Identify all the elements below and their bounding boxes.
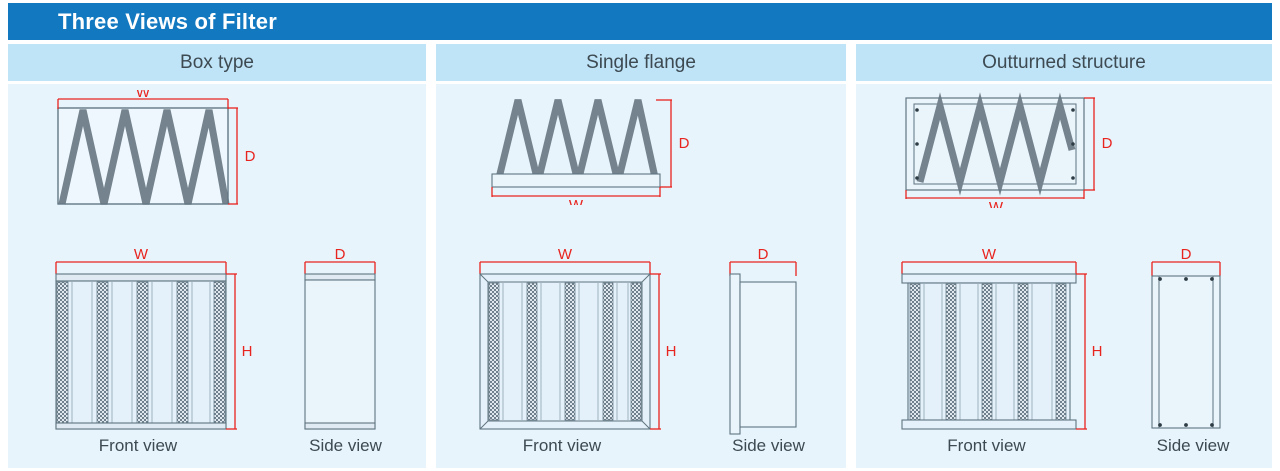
dimension-label-w: W xyxy=(982,249,997,263)
frame-top-bar xyxy=(55,273,227,282)
miter-corner-lines xyxy=(479,273,651,430)
box-type-top-view: W D xyxy=(57,90,256,205)
dimension-label-h: H xyxy=(666,343,677,360)
outturned-front-view: W xyxy=(901,249,1103,430)
outturned-top-view: W D xyxy=(905,92,1113,208)
outturned-side-view: D xyxy=(1151,249,1221,429)
dimension-h-line xyxy=(1076,273,1087,430)
side-body-panel xyxy=(739,281,797,428)
side-flange-strip xyxy=(729,273,741,435)
side-body-panel xyxy=(304,279,376,430)
page-title: Three Views of Filter xyxy=(58,8,277,34)
dimension-w-line xyxy=(479,261,651,274)
dimension-label-w: W xyxy=(558,249,573,263)
column-header-row: Box type Single flange Outturned structu… xyxy=(8,44,1272,81)
dimension-label-w: W xyxy=(989,199,1004,208)
flange-rivets xyxy=(1158,277,1214,427)
dimension-w-line xyxy=(55,261,227,274)
dimension-label-h: H xyxy=(1092,343,1103,360)
pleat-zigzag xyxy=(916,92,1076,196)
box-type-front-view-caption: Front view xyxy=(98,436,178,455)
frame-bottom-bar xyxy=(304,422,376,430)
flange-rivets xyxy=(915,108,1075,180)
column-body-single-flange: W D Top view W xyxy=(436,84,846,468)
frame-top-bar xyxy=(304,273,376,281)
dimension-label-d: D xyxy=(679,135,690,152)
column-body-outturned-structure: W D Top view W xyxy=(856,84,1272,468)
column-header-label: Outturned structure xyxy=(982,51,1146,73)
single-flange-top-view: W D xyxy=(491,99,690,205)
outturned-bottom-flange xyxy=(901,419,1077,430)
pleat-separators xyxy=(923,284,1053,425)
dimension-label-d: D xyxy=(758,249,769,263)
dimension-label-w: W xyxy=(134,249,149,263)
dimension-label-d: D xyxy=(245,148,256,165)
dimension-h-line xyxy=(650,273,661,430)
single-flange-side-view: D xyxy=(729,249,797,435)
flange-bar xyxy=(491,173,661,188)
pleat-separators xyxy=(502,283,629,420)
frame-bottom-bar xyxy=(55,422,227,430)
dimension-label-d: D xyxy=(1102,135,1113,152)
dimension-d-line xyxy=(1084,97,1095,191)
column-body-box-type: W D Top view W xyxy=(8,84,426,468)
pleat-zigzag xyxy=(494,99,660,183)
pleat-separators xyxy=(71,282,211,428)
column-header-label: Single flange xyxy=(586,51,696,73)
column-body-row: W D Top view W xyxy=(8,84,1272,468)
dimension-d-line xyxy=(304,261,376,274)
outturned-side-view-caption: Side view xyxy=(1156,436,1230,455)
dimension-d-line xyxy=(228,107,238,205)
dimension-w-line xyxy=(491,187,661,197)
dimension-w-line xyxy=(905,190,1085,199)
outturned-front-view-caption: Front view xyxy=(947,436,1026,455)
page-title-bar: Three Views of Filter xyxy=(8,3,1272,40)
pleat-bands xyxy=(56,281,226,429)
dimension-label-w: W xyxy=(569,197,584,205)
dimension-label-h: H xyxy=(242,343,253,360)
single-flange-front-view: W xyxy=(479,249,677,430)
dimension-label-d: D xyxy=(1181,249,1192,263)
single-flange-side-view-caption: Side view xyxy=(732,436,805,455)
dimension-w-line xyxy=(57,98,229,109)
column-header-outturned-structure: Outturned structure xyxy=(856,44,1272,81)
column-header-single-flange: Single flange xyxy=(436,44,846,81)
dimension-d-line xyxy=(656,99,672,188)
outer-flange-frame-overlay xyxy=(905,97,1085,191)
box-type-front-view: W xyxy=(55,249,253,430)
side-body-panel xyxy=(1151,275,1221,429)
dimension-label-w: W xyxy=(136,90,151,101)
dimension-h-line xyxy=(226,273,237,430)
pleat-bands xyxy=(488,282,642,421)
box-type-side-view: D xyxy=(304,249,376,430)
side-rails xyxy=(1158,276,1214,428)
column-header-label: Box type xyxy=(180,51,254,73)
housing-outline-top xyxy=(57,107,229,205)
outturned-top-flange xyxy=(901,273,1077,284)
single-flange-front-view-caption: Front view xyxy=(522,436,602,455)
column-header-box-type: Box type xyxy=(8,44,426,81)
dimension-w-line xyxy=(901,261,1077,274)
box-type-side-view-caption: Side view xyxy=(309,436,382,455)
dimension-d-line xyxy=(1151,261,1221,276)
dimension-label-d: D xyxy=(335,249,346,263)
